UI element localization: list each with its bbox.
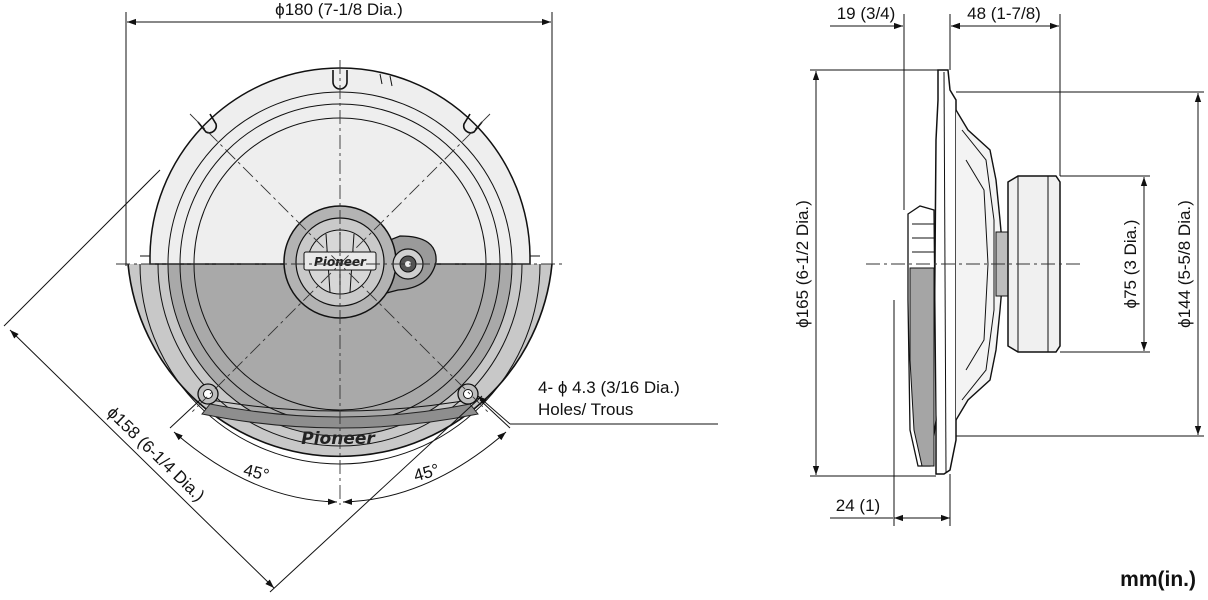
angle-left-label: 45° <box>242 460 272 485</box>
holes-label-line2: Holes/ Trous <box>538 400 633 419</box>
dim-165-label: ϕ165 (6-1/2 Dia.) <box>793 200 812 328</box>
dim-75-label: ϕ75 (3 Dia.) <box>1121 220 1140 309</box>
front-view: Pioneer Pioneer ϕ180 (7-1/8 Dia.) ϕ158 (… <box>3 0 718 593</box>
dim-180-label: ϕ180 (7-1/8 Dia.) <box>275 0 403 19</box>
units-label: mm(in.) <box>1120 568 1196 591</box>
dim-158-line <box>9 329 275 589</box>
mount-hole-right-inner <box>463 389 473 399</box>
front-protrusion-lines <box>912 223 934 253</box>
angle-ext-left <box>169 399 201 429</box>
front-protrusion-shade <box>909 267 935 467</box>
grille-brand: Pioneer <box>301 429 376 449</box>
side-view: 19 (3/4) 48 (1-7/8) 24 (1) ϕ165 (6-1/2 D… <box>793 4 1204 526</box>
angle-ext-right <box>479 399 511 429</box>
angle-right-label: 45° <box>412 460 442 485</box>
dim-144-label: ϕ144 (5-5/8 Dia.) <box>1175 200 1194 328</box>
basket-rib-1 <box>961 129 995 401</box>
dim-24-label: 24 (1) <box>836 496 880 515</box>
notch-top-right-ticks <box>379 73 393 87</box>
tweeter-brand: Pioneer <box>314 255 367 269</box>
dim-158-ext-1 <box>3 169 161 327</box>
notch-right <box>462 113 483 134</box>
holes-label-line1: 4- ϕ 4.3 (3/16 Dia.) <box>538 378 680 397</box>
dim-19-label: 19 (3/4) <box>837 4 896 23</box>
dim-158-label: ϕ158 (6-1/4 Dia.) <box>103 403 208 505</box>
basket-rib-2 <box>965 159 989 371</box>
notch-left <box>197 113 218 134</box>
dim-48-label: 48 (1-7/8) <box>967 4 1041 23</box>
mount-hole-left-inner <box>203 389 213 399</box>
angle-arc-left <box>173 431 338 505</box>
small-tweeter-center <box>405 261 411 267</box>
angle-arc-right <box>342 431 507 505</box>
holes-leader <box>477 395 511 425</box>
flange-inner-line <box>943 71 947 473</box>
